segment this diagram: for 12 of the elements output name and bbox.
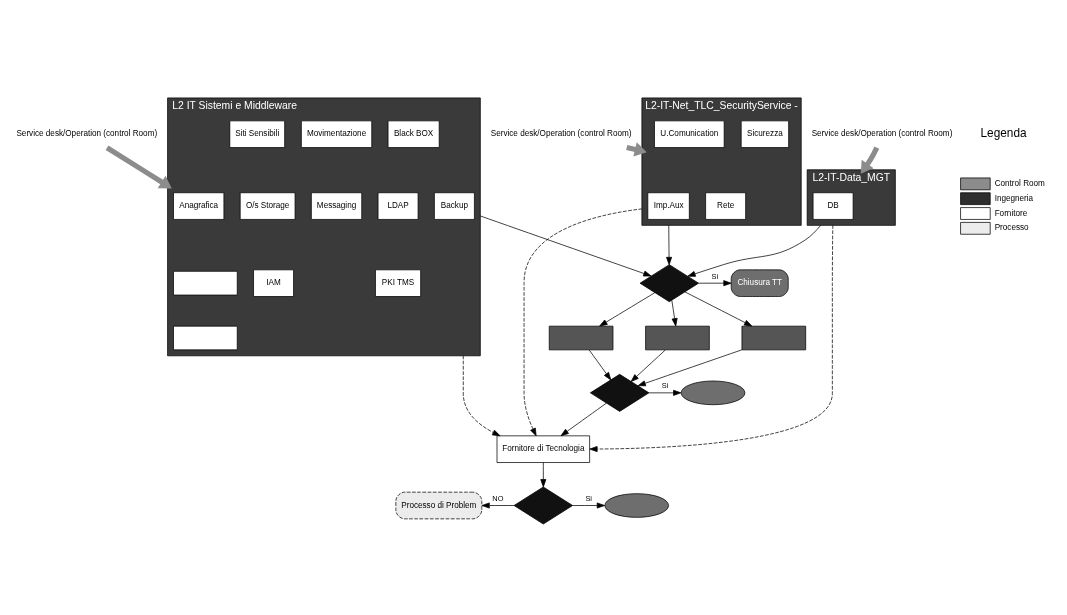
node-text: Service desk/Operation (control Room) [811,128,953,138]
label: Legenda [980,125,1027,140]
edge-label: Si [661,380,669,390]
legend-label: Ingegneria [994,193,1034,203]
edge-label: Si [711,271,719,281]
legend-label: Processo [994,222,1029,232]
legend-label: Control Room [994,178,1045,188]
node-text: Service desk/Operation (control Room) [490,128,632,138]
edge-label: NO [492,493,504,503]
node-text: Service desk/Operation (control Room) [16,128,158,138]
legend-label: Fornitore [994,208,1028,218]
edge-label: Si [585,493,593,503]
